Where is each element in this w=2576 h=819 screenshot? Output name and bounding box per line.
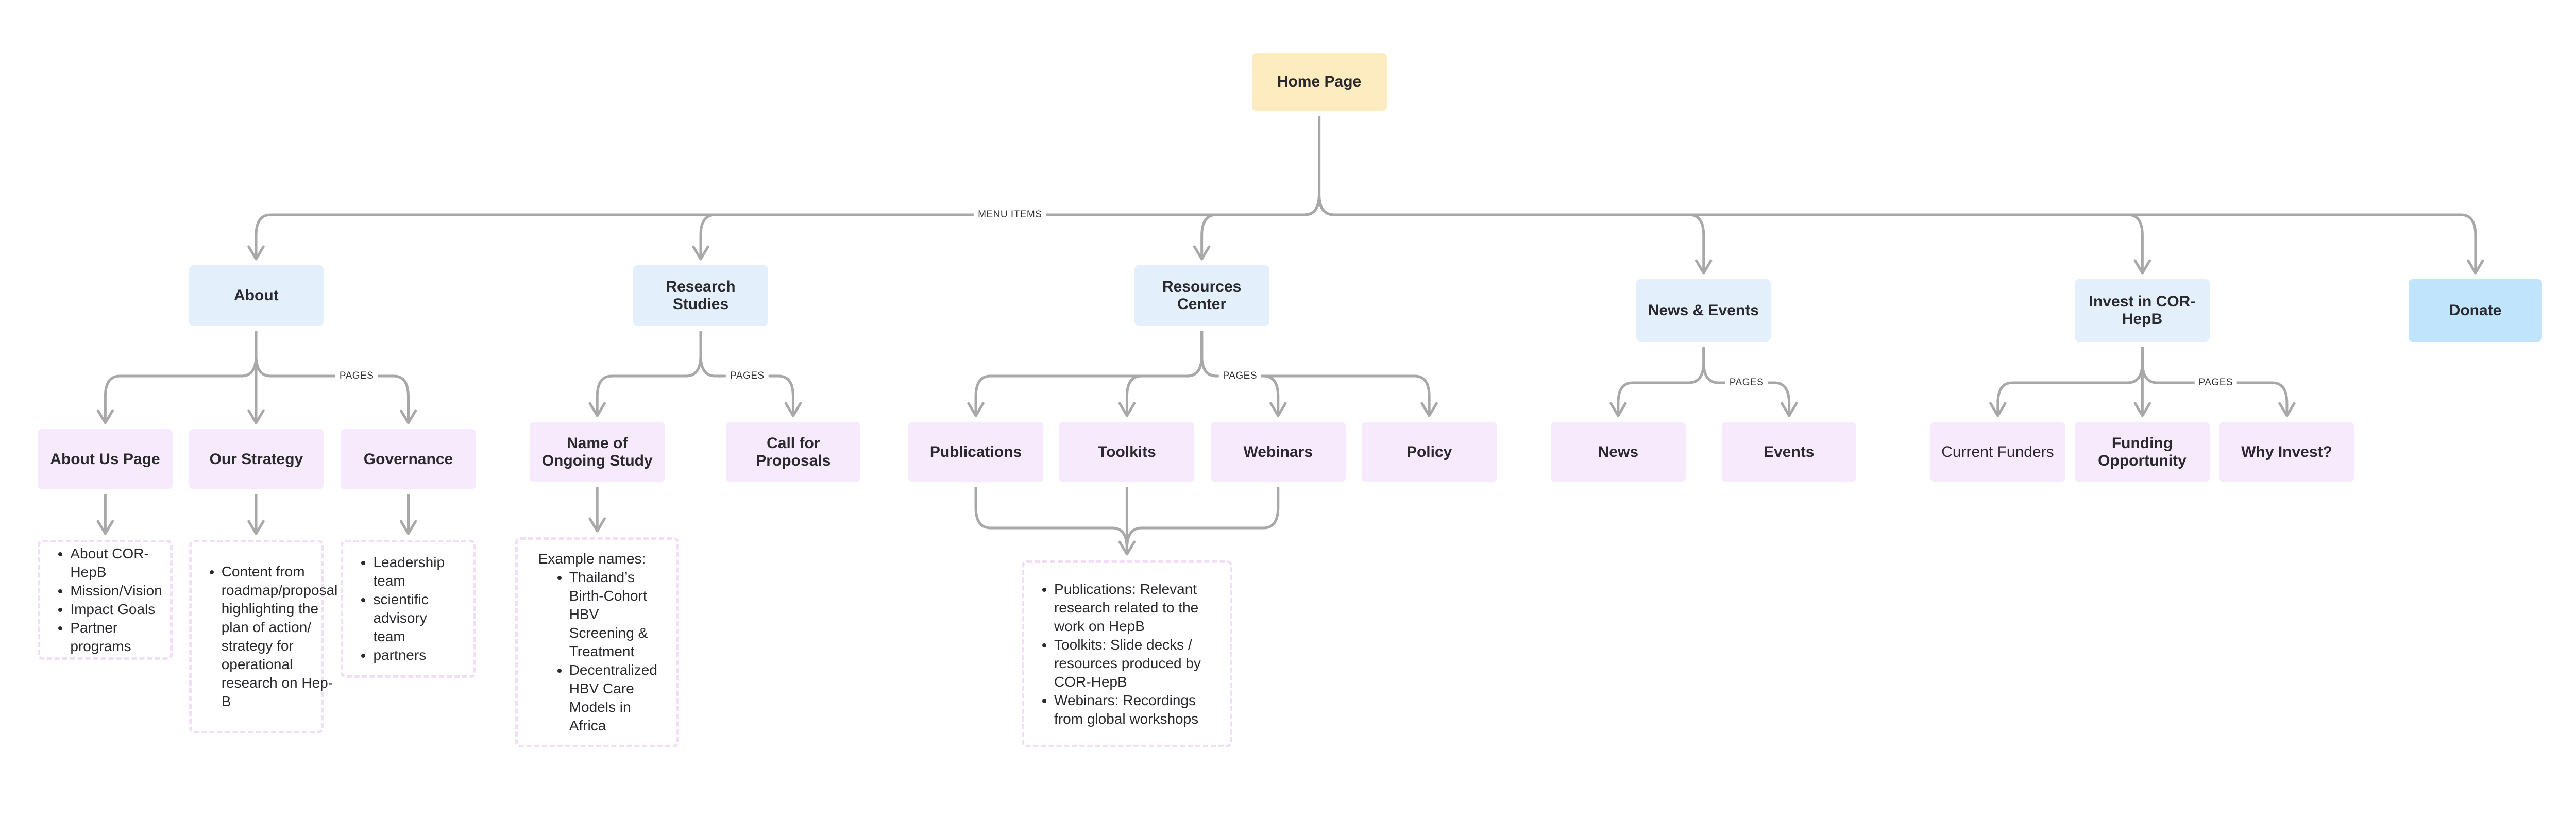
connector-line bbox=[105, 331, 256, 423]
connector-line bbox=[256, 116, 1319, 259]
node-about-us-page: About Us Page bbox=[38, 429, 173, 489]
note-item: Partner programs bbox=[70, 619, 162, 656]
edge-label-pages-invest: PAGES bbox=[2194, 377, 2238, 388]
arrowhead-icon bbox=[1422, 403, 1436, 416]
connector-line bbox=[976, 331, 1202, 416]
arrowhead-icon bbox=[401, 411, 415, 423]
connector-line bbox=[1618, 347, 1704, 416]
edge-label-pages-resources: PAGES bbox=[1218, 370, 1261, 382]
arrowhead-icon bbox=[2135, 403, 2149, 416]
note-item: Mission/Vision bbox=[70, 582, 162, 600]
node-why-invest: Why Invest? bbox=[2219, 422, 2354, 482]
arrowhead-icon bbox=[1120, 403, 1134, 416]
note-strategy: Content from roadmap/proposal highlighti… bbox=[189, 540, 337, 733]
note-item: scientific advisory team bbox=[373, 590, 461, 646]
arrowhead-icon bbox=[98, 411, 112, 423]
note-item: Thailand’s Birth-Cohort HBV Screening & … bbox=[569, 568, 664, 661]
edge-label-menu-items: MENU ITEMS bbox=[974, 209, 1046, 220]
note-study: Example names: Thailand’s Birth-Cohort H… bbox=[515, 537, 679, 747]
note-item: Impact Goals bbox=[70, 600, 162, 619]
arrowhead-icon bbox=[249, 521, 263, 534]
note-resources: Publications: Relevant research related … bbox=[1022, 560, 1232, 747]
arrowhead-icon bbox=[249, 411, 263, 423]
connector-line bbox=[1319, 116, 2143, 273]
connector-line bbox=[1127, 487, 1278, 549]
node-resources-center: Resources Center bbox=[1134, 265, 1269, 326]
node-news: News bbox=[1550, 422, 1686, 482]
node-funding-opportunity: Funding Opportunity bbox=[2075, 422, 2210, 482]
note-item: Decentralized HBV Care Models in Africa bbox=[569, 661, 664, 735]
arrowhead-icon bbox=[693, 247, 708, 259]
note-item: Content from roadmap/proposal highlighti… bbox=[222, 562, 338, 711]
note-item: Publications: Relevant research related … bbox=[1054, 580, 1217, 636]
note-item: Toolkits: Slide decks / resources produc… bbox=[1054, 636, 1217, 691]
note-item: Webinars: Recordings from global worksho… bbox=[1054, 691, 1217, 728]
note-about-us: About COR-HepB Mission/Vision Impact Goa… bbox=[38, 540, 173, 660]
node-donate: Donate bbox=[2408, 279, 2543, 342]
arrowhead-icon bbox=[1194, 247, 1209, 259]
edge-label-pages-news: PAGES bbox=[1725, 377, 1768, 388]
node-our-strategy: Our Strategy bbox=[189, 429, 324, 489]
node-home-page: Home Page bbox=[1251, 53, 1387, 111]
note-item: About COR-HepB bbox=[70, 544, 162, 582]
note-intro: Example names: bbox=[538, 551, 646, 567]
node-governance: Governance bbox=[341, 429, 476, 489]
note-item: partners bbox=[373, 646, 461, 664]
node-ongoing-study: Name of Ongoing Study bbox=[530, 422, 665, 482]
node-events: Events bbox=[1721, 422, 1856, 482]
node-about: About bbox=[189, 265, 324, 326]
connector-line bbox=[1127, 331, 1201, 416]
arrowhead-icon bbox=[2280, 403, 2294, 416]
node-publications: Publications bbox=[908, 422, 1044, 482]
connector-line bbox=[1319, 116, 2476, 273]
connector-line bbox=[1202, 116, 1319, 259]
arrowhead-icon bbox=[1120, 542, 1134, 554]
connector-line bbox=[597, 331, 701, 416]
node-policy: Policy bbox=[1362, 422, 1497, 482]
connector-line bbox=[1202, 331, 1429, 416]
arrowhead-icon bbox=[2468, 261, 2483, 273]
connector-line bbox=[976, 487, 1127, 549]
arrowhead-icon bbox=[786, 403, 800, 416]
connector-line bbox=[701, 116, 1319, 259]
node-invest: Invest in COR-HepB bbox=[2075, 279, 2210, 342]
arrowhead-icon bbox=[969, 403, 983, 416]
connector-line bbox=[1319, 116, 1704, 273]
arrowhead-icon bbox=[590, 519, 604, 531]
connector-line bbox=[256, 331, 408, 423]
arrowhead-icon bbox=[98, 521, 112, 534]
arrowhead-icon bbox=[1782, 403, 1796, 416]
node-current-funders: Current Funders bbox=[1930, 422, 2065, 482]
edge-label-pages-about: PAGES bbox=[335, 370, 378, 382]
arrowhead-icon bbox=[1611, 403, 1625, 416]
node-toolkits: Toolkits bbox=[1059, 422, 1195, 482]
arrowhead-icon bbox=[401, 521, 415, 534]
node-webinars: Webinars bbox=[1210, 422, 1346, 482]
arrowhead-icon bbox=[1697, 261, 1711, 273]
arrowhead-icon bbox=[1271, 403, 1285, 416]
arrowhead-icon bbox=[249, 247, 263, 259]
node-news-events: News & Events bbox=[1636, 279, 1771, 342]
note-governance: Leadership team scientific advisory team… bbox=[341, 540, 476, 678]
connector-line bbox=[1998, 347, 2143, 416]
node-research-studies: Research Studies bbox=[633, 265, 769, 326]
arrowhead-icon bbox=[1991, 403, 2005, 416]
node-call-for-proposals: Call for Proposals bbox=[726, 422, 861, 482]
edge-label-pages-research: PAGES bbox=[726, 370, 769, 382]
note-item: Leadership team bbox=[373, 553, 461, 590]
arrowhead-icon bbox=[590, 403, 604, 416]
arrowhead-icon bbox=[2135, 261, 2149, 273]
